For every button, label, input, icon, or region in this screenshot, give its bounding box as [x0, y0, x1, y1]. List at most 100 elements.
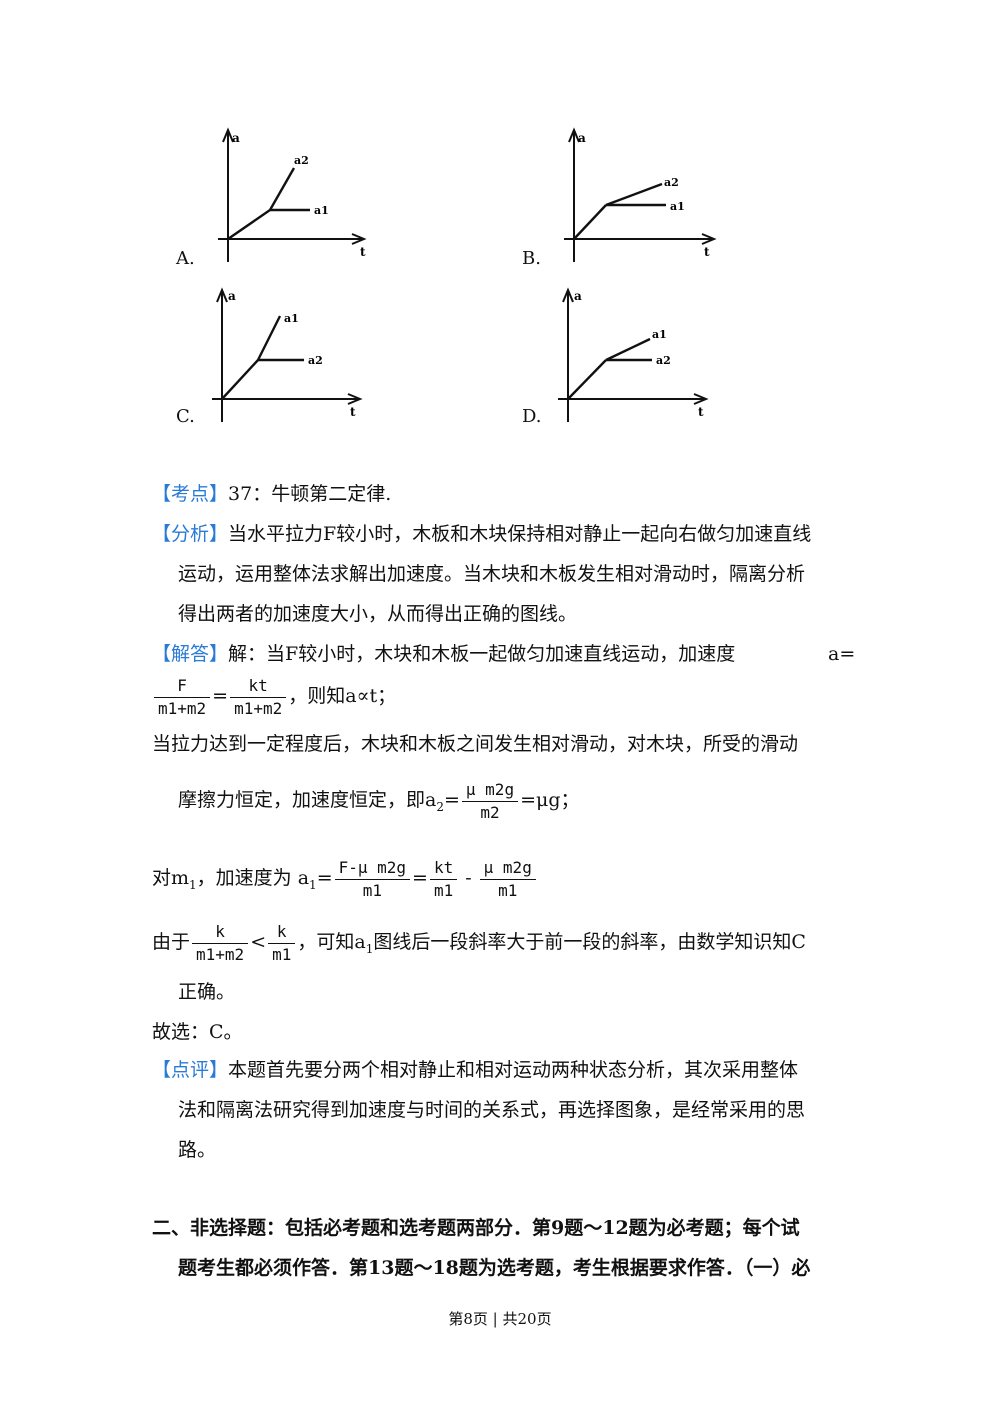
lower-line-label: a1: [670, 200, 685, 213]
y-axis-label: a: [578, 131, 586, 145]
dianping-line-3: 路。: [178, 1139, 217, 1161]
graph-lines: [573, 182, 666, 240]
x-axis-label: t: [704, 245, 710, 259]
dianping-text-1: 本题首先要分两个相对静止和相对运动两种状态分析，其次采用整体: [228, 1059, 799, 1081]
numerator: μ m2g: [479, 857, 536, 880]
kaodian-line: 【考点】37：牛顿第二定律.: [152, 474, 391, 514]
jieda-text-1: 解：当F较小时，木块和木板一起做匀加速直线运动，加速度: [228, 643, 736, 665]
numerator: F-μ m2g: [334, 857, 411, 880]
upper-line-label: a2: [664, 176, 679, 189]
subscript: 2: [436, 799, 444, 814]
minus-sign: -: [465, 867, 472, 889]
fenxi-line-2: 运动，运用整体法求解出加速度。当木块和木板发生相对滑动时，隔离分析: [178, 563, 806, 585]
kaodian-tag: 【考点】: [152, 483, 229, 505]
graph-b: a t a2 a1: [564, 127, 717, 262]
x-axis-label: t: [698, 405, 704, 419]
dianping-line-2: 法和隔离法研究得到加速度与时间的关系式，再选择图象，是经常采用的思: [178, 1099, 806, 1121]
denominator: m1+m2: [234, 698, 283, 718]
jieda-line-6-tail-b: 图线后一段斜率大于前一段的斜率，由数学知识知C: [373, 931, 806, 953]
axes: [218, 127, 367, 262]
jieda-line-4-tail: =μg；: [520, 789, 580, 811]
dianping-tag: 【点评】: [152, 1059, 229, 1081]
graph-d: a t a1 a2: [558, 287, 709, 422]
numerator: kt: [429, 857, 458, 880]
denominator: m1+m2: [158, 698, 207, 718]
y-axis-label: a: [232, 131, 240, 145]
subscript: 1: [365, 941, 374, 956]
jieda-line-5-mid: ，加速度为 a: [196, 867, 310, 889]
option-label: C.: [176, 406, 195, 427]
section2-line-2: 题考生都必须作答．第13题～18题为选考题，考生根据要求作答．（一）必: [178, 1257, 811, 1279]
numerator: k: [268, 921, 296, 944]
denominator: m1: [433, 880, 454, 900]
graph-lines: [221, 315, 304, 400]
fenxi-line-3: 得出两者的加速度大小，从而得出正确的图线。: [178, 603, 578, 625]
option-label: A.: [176, 248, 195, 269]
jieda-line-3: 当拉力达到一定程度后，木块和木板之间发生相对滑动，对木块，所受的滑动: [152, 733, 799, 755]
x-axis-label: t: [350, 405, 356, 419]
equals-sign: =: [316, 867, 333, 889]
graph-a: a t a2 a1: [218, 127, 367, 262]
less-than-sign: <: [250, 931, 267, 953]
jieda-tag: 【解答】: [152, 643, 229, 665]
jieda-line-1: 【解答】解：当F较小时，木块和木板一起做匀加速直线运动，加速度: [152, 634, 735, 674]
jieda-line-5-head: 对m: [152, 867, 190, 889]
axes: [564, 127, 717, 262]
jieda-line-6-tail-a: ，可知a: [297, 931, 366, 953]
denominator: m1: [498, 880, 518, 900]
x-axis-label: t: [360, 245, 366, 259]
fenxi-tag: 【分析】: [152, 523, 229, 545]
jieda-line-7: 正确。: [178, 981, 236, 1003]
numerator: kt: [230, 675, 287, 698]
jieda-line-2-tail: ，则知a∝t；: [288, 685, 397, 707]
kaodian-text: 37：牛顿第二定律.: [228, 483, 392, 505]
graph-lines: [567, 337, 652, 400]
equals-sign: =: [412, 867, 428, 889]
graph-c: a t a1 a2: [212, 287, 363, 422]
subscript: 1: [189, 877, 197, 892]
upper-line-label: a1: [284, 312, 299, 325]
dianping-line-1: 【点评】本题首先要分两个相对静止和相对运动两种状态分析，其次采用整体: [152, 1050, 798, 1090]
axes: [212, 287, 363, 422]
lower-line-label: a1: [314, 204, 329, 217]
equals-sign: =: [443, 789, 460, 811]
y-axis-label: a: [574, 289, 582, 303]
denominator: m2: [480, 802, 500, 822]
denominator: m1+m2: [196, 944, 245, 964]
lower-line-label: a2: [656, 354, 671, 367]
jieda-a-eq: a=: [828, 643, 856, 665]
denominator: m1: [272, 944, 292, 964]
upper-line-label: a2: [294, 154, 309, 167]
jieda-line-4-head: 摩擦力恒定，加速度恒定，即a: [178, 789, 437, 811]
subscript: 1: [309, 877, 317, 892]
graph-lines: [227, 167, 310, 240]
lower-line-label: a2: [308, 354, 323, 367]
answer-line: 故选：C。: [152, 1021, 243, 1043]
upper-line-label: a1: [652, 328, 667, 341]
section2-line-1: 二、非选择题：包括必考题和选考题两部分．第9题～12题为必考题；每个试: [152, 1217, 800, 1239]
jieda-line-6-head: 由于: [152, 931, 191, 953]
numerator: k: [192, 921, 249, 944]
page-footer: 第8页 | 共20页: [448, 1310, 552, 1328]
y-axis-label: a: [228, 289, 236, 303]
fenxi-line-1: 【分析】当水平拉力F较小时，木板和木块保持相对静止一起向右做匀加速直线: [152, 514, 811, 554]
numerator: F: [154, 675, 211, 698]
fenxi-text-1: 当水平拉力F较小时，木板和木块保持相对静止一起向右做匀加速直线: [228, 523, 812, 545]
numerator: μ m2g: [461, 779, 519, 802]
denominator: m1: [362, 880, 382, 900]
axes: [558, 287, 709, 422]
option-label: D.: [522, 406, 542, 427]
option-label: B.: [522, 248, 541, 269]
equals-sign: =: [212, 685, 229, 707]
